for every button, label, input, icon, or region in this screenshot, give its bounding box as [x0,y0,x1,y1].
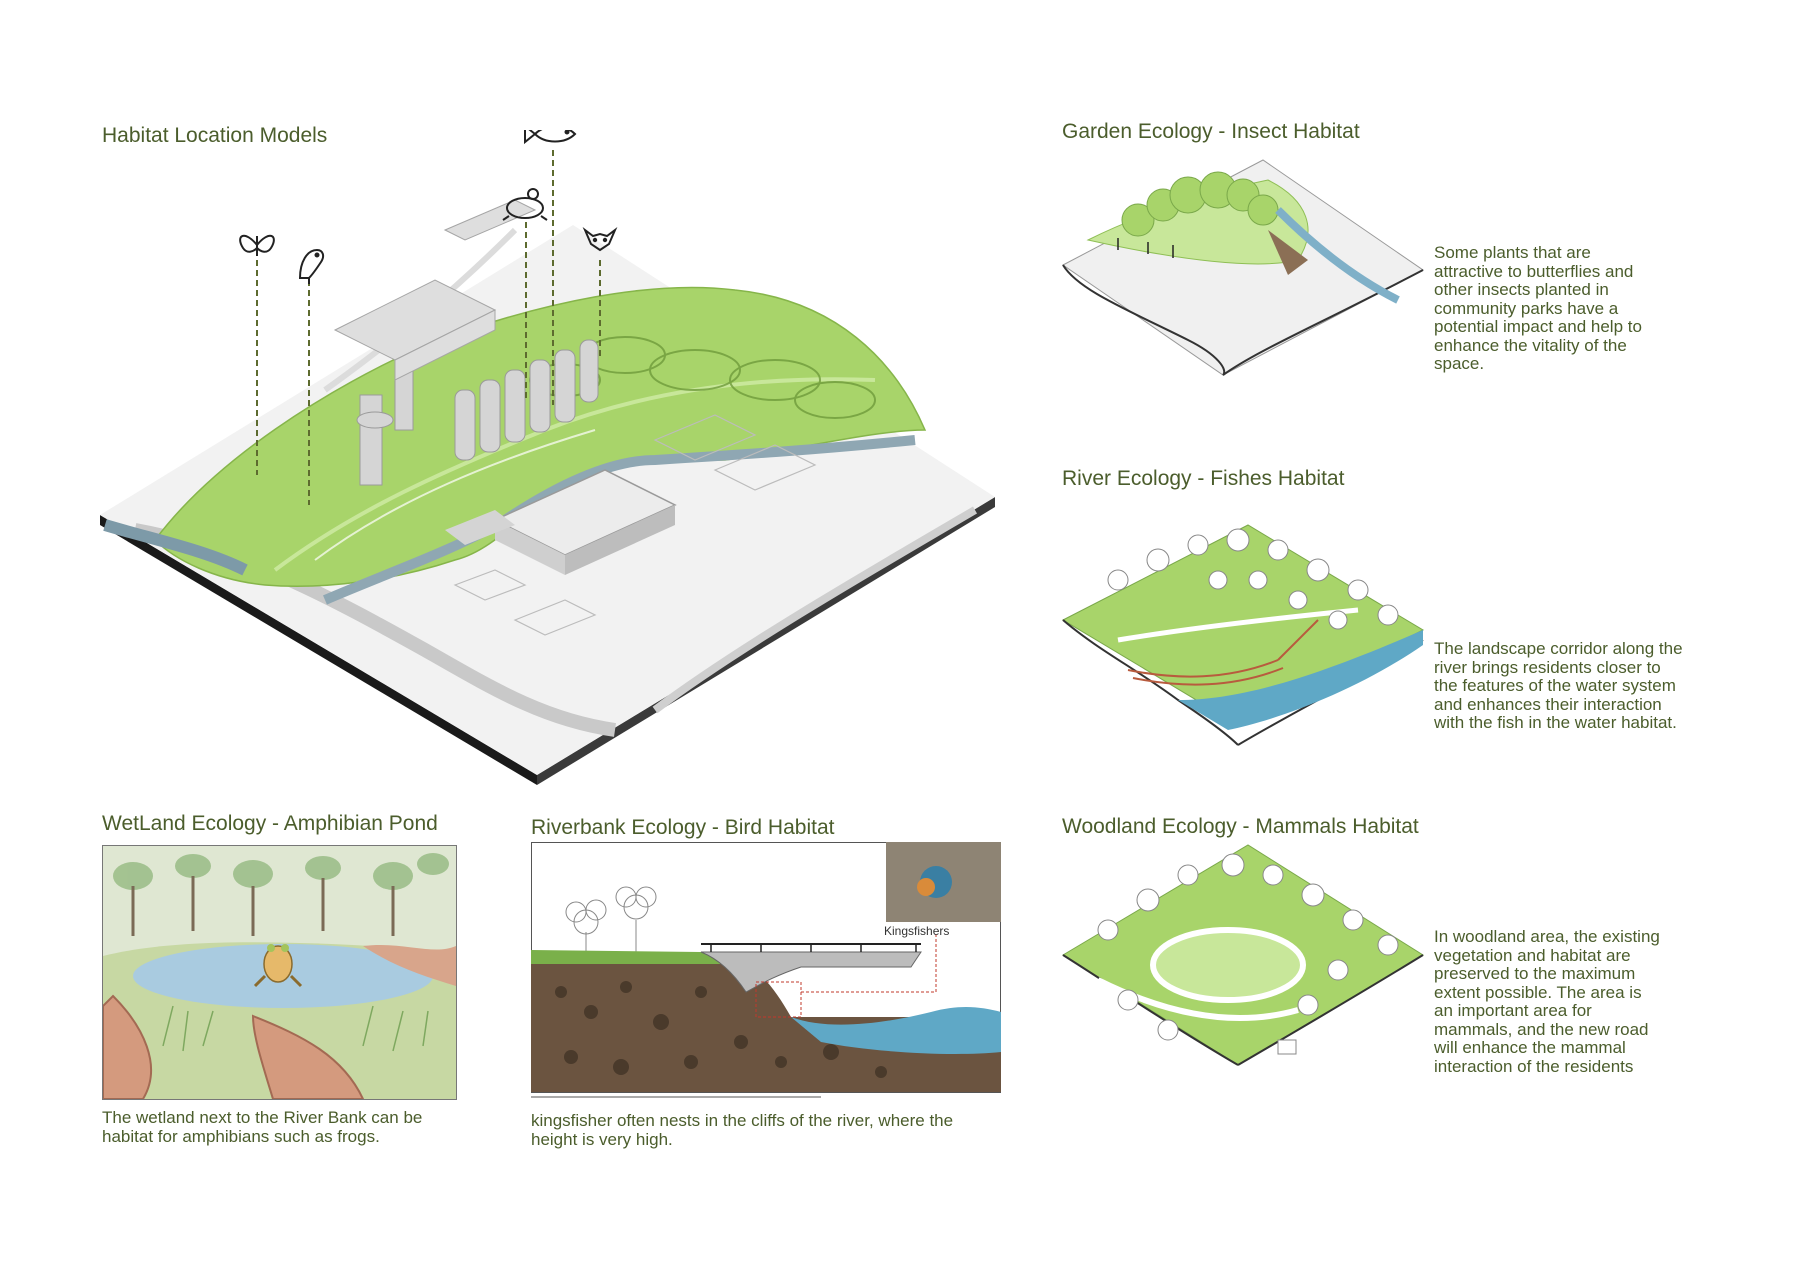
river-title: River Ecology - Fishes Habitat [1062,467,1345,490]
fish-icon [524,130,577,145]
wetland-description: The wetland next to the River Bank can b… [102,1108,423,1146]
garden-trees [1121,171,1279,237]
river-water [1178,630,1423,730]
fox-icon [582,226,618,252]
garden-title: Garden Ecology - Insect Habitat [1062,120,1360,143]
warehouse-building [445,469,677,575]
frog-figure [253,944,303,988]
wetland-title: WetLand Ecology - Amphibian Pond [102,812,438,835]
riverbank-title: Riverbank Ecology - Bird Habitat [531,816,835,839]
wetland-painting [102,845,457,1100]
woodland-model [1058,840,1430,1100]
boardwalk [1127,619,1319,686]
riverbank-water [791,1007,1001,1054]
river-model [1058,520,1430,760]
site-model [95,130,1005,790]
riverbank-section: Kingsfishers [531,842,1001,1100]
garden-description: Some plants that are attractive to butte… [1434,243,1642,373]
kingfisher-photo-label: Kingsfishers [884,924,949,938]
woodland-title: Woodland Ecology - Mammals Habitat [1062,815,1419,838]
frog-icon [502,188,548,221]
bird-icon [298,248,325,284]
riverbank-description: kingsfisher often nests in the cliffs of… [531,1111,954,1149]
river-description: The landscape corridor along the river b… [1434,639,1683,732]
river [323,435,916,605]
butterfly-icon [239,234,275,256]
woodland-description: In woodland area, the existing vegetatio… [1434,927,1660,1076]
main-title: Habitat Location Models [102,124,328,147]
garden-model [1058,150,1428,380]
woodland-clearing [1150,927,1306,1003]
